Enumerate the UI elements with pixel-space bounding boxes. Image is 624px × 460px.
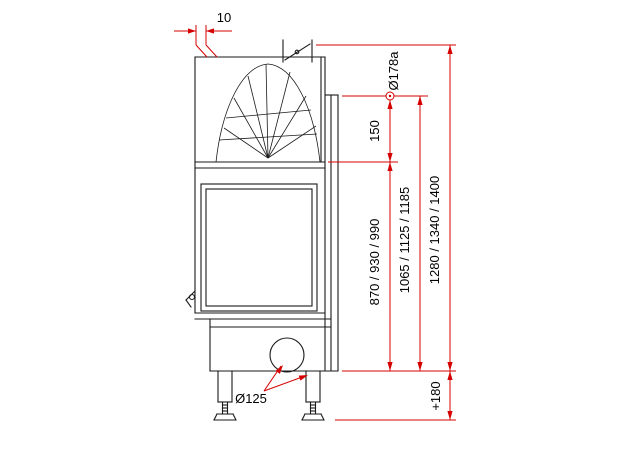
dimension-label-leg-height: +180: [428, 381, 443, 410]
dimension-flue-outlet: Ø178a: [385, 51, 401, 101]
arrowhead: [447, 371, 453, 380]
convection-channel: [324, 94, 339, 372]
arrowhead: [387, 362, 393, 371]
dimension-flue-drop: 150: [367, 100, 393, 162]
arrowhead: [387, 100, 393, 109]
dimension-label-flue-drop: 150: [367, 120, 382, 142]
arrowhead: [188, 28, 196, 34]
arrowhead: [417, 362, 423, 371]
firebox-door: [200, 183, 318, 312]
right-leg: [301, 370, 325, 421]
arrowhead: [417, 96, 423, 105]
dimension-intake-leader: Ø125: [235, 365, 308, 406]
arrowhead: [447, 411, 453, 420]
door-handle: [185, 290, 196, 308]
dimension-annotations: 10 Ø178a 150 870 / 930 / 990 1065 /: [174, 10, 456, 421]
arrowhead: [447, 45, 453, 54]
arrowhead: [387, 162, 393, 171]
arrowhead: [387, 153, 393, 162]
dimension-label-intake-diameter: Ø125: [235, 391, 267, 406]
dimension-label-opening-height: 870 / 930 / 990: [367, 219, 382, 306]
dimension-total-height: 1280 / 1340 / 1400: [427, 45, 453, 371]
dome-cowl: [215, 63, 321, 163]
arrowhead: [298, 375, 308, 381]
reference-lines: [316, 44, 456, 421]
arrowhead: [275, 365, 283, 374]
dimension-leg-height: +180: [428, 371, 453, 420]
arrowhead: [206, 28, 214, 34]
dimension-label-top-offset: 10: [217, 10, 231, 25]
dimension-top-offset: 10: [174, 10, 232, 58]
arrowhead: [447, 362, 453, 371]
air-intake-circle: [269, 337, 305, 373]
dimension-label-flue-diameter: Ø178a: [386, 51, 401, 91]
dimension-outlet-height: 1065 / 1125 / 1185: [397, 96, 423, 371]
left-leg: [213, 370, 237, 421]
dimension-label-total-height: 1280 / 1340 / 1400: [427, 176, 442, 284]
dimension-label-outlet-height: 1065 / 1125 / 1185: [397, 187, 412, 294]
flue-outlet-datum-dot: [388, 94, 392, 98]
base-plinth: [209, 318, 339, 372]
dimension-opening-height: 870 / 930 / 990: [367, 162, 393, 371]
